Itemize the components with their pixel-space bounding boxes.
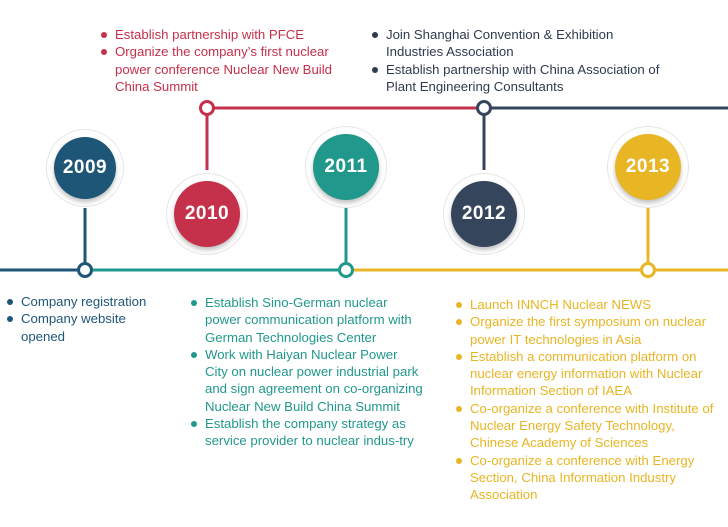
milestones-2013: Launch INNCH Nuclear NEWS Organize the f… [456, 296, 726, 504]
year-2010-label: 2010 [174, 181, 240, 247]
list-item: Establish partnership with PFCE [101, 26, 341, 43]
year-2009-label: 2009 [54, 137, 116, 199]
milestones-2012: Join Shanghai Convention & Exhibition In… [372, 26, 672, 95]
node-2012 [476, 100, 492, 116]
list-item: Company website opened [7, 310, 167, 345]
year-2011-label: 2011 [313, 134, 379, 200]
list-item: Establish partnership with China Associa… [372, 61, 672, 96]
milestones-2010: Establish partnership with PFCE Organize… [101, 26, 341, 95]
list-item: Work with Haiyan Nuclear Power City on n… [191, 346, 423, 415]
year-2009-circle: 2009 [46, 129, 124, 207]
node-2011 [338, 262, 354, 278]
list-item: Launch INNCH Nuclear NEWS [456, 296, 726, 313]
year-2012-circle: 2012 [443, 173, 525, 255]
list-item: Establish Sino-German nuclear power comm… [191, 294, 423, 346]
list-item: Establish a communication platform on nu… [456, 348, 726, 400]
year-2013-label: 2013 [615, 134, 681, 200]
list-item: Organize the company’s first nuclear pow… [101, 43, 341, 95]
list-item: Co-organize a conference with Institute … [456, 400, 726, 452]
milestones-2009: Company registration Company website ope… [7, 293, 167, 345]
node-2009 [77, 262, 93, 278]
year-2013-circle: 2013 [607, 126, 689, 208]
year-2011-circle: 2011 [305, 126, 387, 208]
list-item: Company registration [7, 293, 167, 310]
list-item: Organize the first symposium on nuclear … [456, 313, 726, 348]
list-item: Establish the company strategy as servic… [191, 415, 423, 450]
year-2010-circle: 2010 [166, 173, 248, 255]
milestones-2011: Establish Sino-German nuclear power comm… [191, 294, 423, 450]
node-2010 [199, 100, 215, 116]
year-2012-label: 2012 [451, 181, 517, 247]
list-item: Co-organize a conference with Energy Sec… [456, 452, 726, 504]
list-item: Join Shanghai Convention & Exhibition In… [372, 26, 672, 61]
node-2013 [640, 262, 656, 278]
